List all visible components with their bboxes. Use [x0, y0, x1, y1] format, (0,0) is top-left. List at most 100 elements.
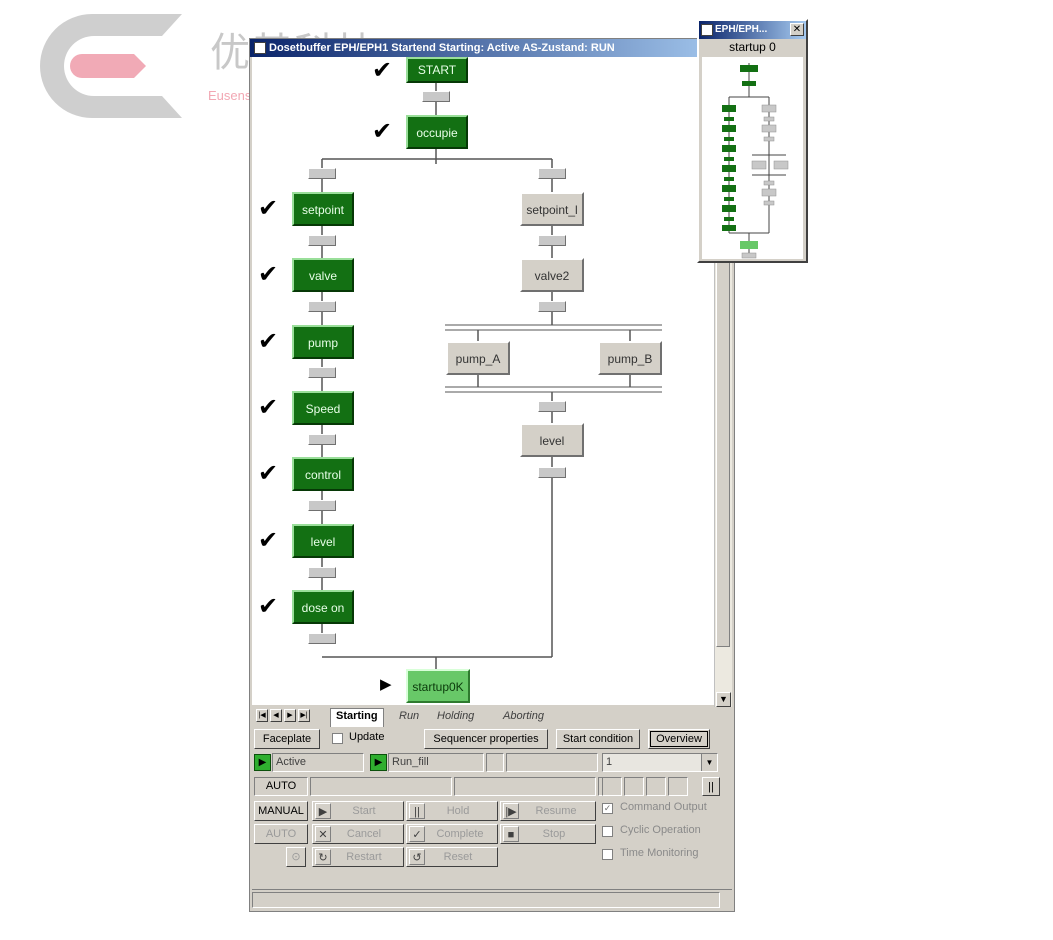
time-monitoring-checkbox[interactable] [602, 849, 613, 860]
tab-prev-icon[interactable]: ◀ [270, 709, 282, 722]
cancel-button[interactable]: ✕Cancel [312, 824, 404, 844]
status-field-empty [486, 753, 504, 772]
transition[interactable] [308, 633, 336, 644]
resume-button[interactable]: |▶ Resume [500, 801, 596, 821]
hold-icon: || [409, 803, 425, 819]
window-titlebar[interactable]: Dosetbuffer EPH/EPH1 Startend Starting: … [250, 39, 734, 57]
transition[interactable] [308, 301, 336, 312]
transition[interactable] [308, 500, 336, 511]
step-setpoint-l[interactable]: setpoint_l [520, 192, 584, 226]
step-pump-a[interactable]: pump_A [446, 341, 510, 375]
hold-button[interactable]: || Hold [406, 801, 498, 821]
stop-icon: ■ [503, 826, 519, 842]
manual-button[interactable]: MANUAL [254, 801, 308, 821]
tab-run[interactable]: Run [399, 710, 420, 722]
overview-minimap[interactable] [702, 57, 803, 259]
start-label: Start [352, 805, 376, 817]
chevron-down-icon[interactable]: ▼ [701, 754, 717, 771]
transition[interactable] [538, 401, 566, 412]
status-cell [668, 777, 688, 796]
step-valve-checkmark: ✔ [258, 261, 279, 288]
restart-label: Restart [346, 851, 382, 863]
restart-button[interactable]: ↻Restart [312, 847, 404, 867]
step-dose-on-checkmark: ✔ [258, 593, 279, 620]
status-cell [602, 777, 622, 796]
tab-starting[interactable]: Starting [330, 708, 384, 727]
tab-strip: |◀ ◀ ▶ ▶| Starting Run Holding Aborting [252, 707, 730, 727]
command-output-checkbox[interactable]: ✓ [602, 803, 613, 814]
update-checkbox[interactable] [332, 733, 343, 744]
step-valve[interactable]: valve [292, 258, 354, 292]
stop-button[interactable]: ■ Stop [500, 824, 596, 844]
tab-next-icon[interactable]: ▶ [284, 709, 296, 722]
pause-icon[interactable]: || [702, 777, 720, 796]
status-cell [646, 777, 666, 796]
start-button[interactable]: ▶Start [312, 801, 404, 821]
time-monitoring-label: Time Monitoring [620, 847, 699, 859]
step-setpoint[interactable]: setpoint [292, 192, 354, 226]
active-state-icon: ▶ [254, 754, 271, 771]
tab-aborting[interactable]: Aborting [503, 710, 544, 722]
step-occupie-checkmark: ✔ [372, 118, 393, 145]
transition[interactable] [422, 91, 450, 102]
step-level-right[interactable]: level [520, 423, 584, 457]
step-select-value: 1 [606, 756, 613, 768]
step-dose-on[interactable]: dose on [292, 590, 354, 624]
transition[interactable] [308, 235, 336, 246]
faceplate-button[interactable]: Faceplate [254, 729, 320, 749]
step-start[interactable]: START [406, 57, 468, 83]
overview-button[interactable]: Overview [648, 729, 710, 749]
tab-last-icon[interactable]: ▶| [298, 709, 310, 722]
cyclic-operation-checkbox[interactable] [602, 826, 613, 837]
step-control[interactable]: control [292, 457, 354, 491]
stop-label: Stop [542, 828, 566, 840]
transition[interactable] [308, 567, 336, 578]
tab-holding[interactable]: Holding [437, 710, 475, 722]
transition[interactable] [538, 235, 566, 246]
transition[interactable] [308, 168, 336, 179]
lock-icon[interactable]: ⊙ [286, 847, 306, 867]
overview-title: EPH/EPH... [715, 24, 768, 35]
overview-popup: EPH/EPH... ✕ startup 0 [697, 19, 808, 263]
state-field: Active [272, 753, 364, 772]
auto-button[interactable]: AUTO [254, 824, 308, 844]
hold-label: Hold [446, 805, 470, 817]
mode-field: AUTO [254, 777, 308, 796]
cancel-icon: ✕ [315, 826, 331, 842]
resume-label: Resume [535, 805, 577, 817]
overview-subtitle: startup 0 [729, 40, 776, 54]
transition[interactable] [308, 434, 336, 445]
start-condition-button[interactable]: Start condition [556, 729, 640, 749]
transition[interactable] [538, 168, 566, 179]
sfc-canvas[interactable]: START ✔ occupie ✔ setpoint ✔ valve ✔ pum… [252, 57, 714, 705]
step-speed[interactable]: Speed [292, 391, 354, 425]
resume-icon: |▶ [503, 803, 519, 819]
step-pump-checkmark: ✔ [258, 328, 279, 355]
close-icon[interactable]: ✕ [790, 23, 804, 36]
command-output-label: Command Output [620, 801, 707, 813]
step-occupie[interactable]: occupie [406, 115, 468, 149]
step-valve2[interactable]: valve2 [520, 258, 584, 292]
mode-info-field [454, 777, 596, 796]
reset-button[interactable]: ↺Reset [406, 847, 498, 867]
sequencer-window: Dosetbuffer EPH/EPH1 Startend Starting: … [249, 38, 735, 912]
step-select[interactable]: 1 ▼ [602, 753, 718, 772]
status-cell [624, 777, 644, 796]
scroll-down-arrow-icon[interactable]: ▼ [716, 692, 731, 707]
transition[interactable] [538, 301, 566, 312]
step-level[interactable]: level [292, 524, 354, 558]
step-pump[interactable]: pump [292, 325, 354, 359]
overview-titlebar[interactable]: EPH/EPH... [699, 21, 806, 39]
overview-minimap-diagram [722, 63, 789, 259]
transition[interactable] [308, 367, 336, 378]
tab-first-icon[interactable]: |◀ [256, 709, 268, 722]
complete-button[interactable]: ✓Complete [406, 824, 498, 844]
reset-icon: ↺ [409, 849, 425, 865]
step-startup-ok[interactable]: startup0K [406, 669, 470, 703]
transition[interactable] [538, 467, 566, 478]
cyclic-operation-label: Cyclic Operation [620, 824, 701, 836]
step-start-checkmark: ✔ [372, 57, 393, 84]
step-pump-b[interactable]: pump_B [598, 341, 662, 375]
sequencer-properties-button[interactable]: Sequencer properties [424, 729, 548, 749]
update-label: Update [349, 731, 385, 743]
